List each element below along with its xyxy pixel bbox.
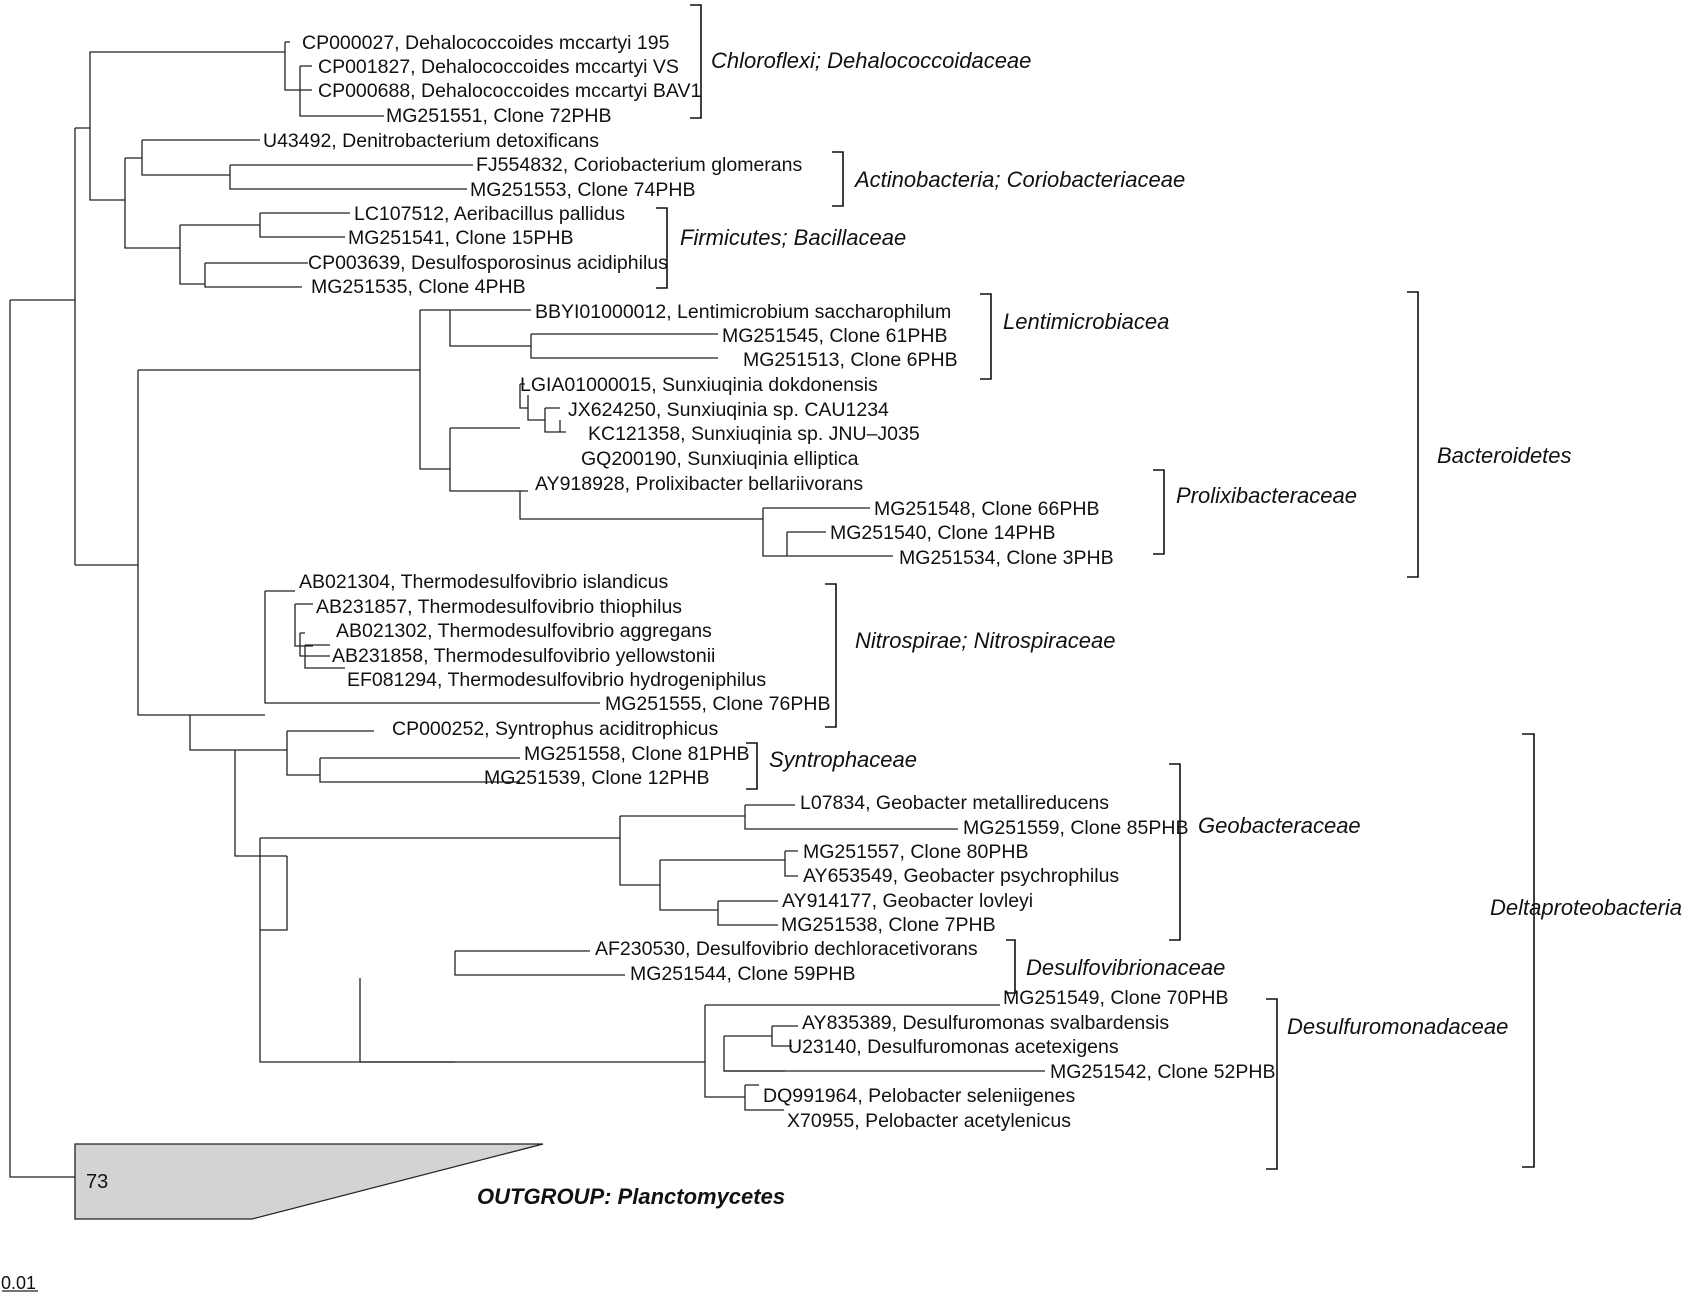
clade-label: Lentimicrobiacea (1003, 309, 1169, 334)
tip-label: MG251559, Clone 85PHB (963, 817, 1188, 839)
tip-label: MG251551, Clone 72PHB (386, 105, 611, 127)
tip-label: MG251548, Clone 66PHB (874, 498, 1099, 520)
tip-label: MG251541, Clone 15PHB (348, 227, 573, 249)
tip-label: L07834, Geobacter metallireducens (800, 792, 1109, 814)
bootstrap-value: 73 (86, 1171, 108, 1193)
tip-label: MG251557, Clone 80PHB (803, 841, 1028, 863)
tip-label: MG251555, Clone 76PHB (605, 693, 830, 715)
clade-label: Deltaproteobacteria (1490, 895, 1682, 920)
tip-label: CP003639, Desulfosporosinus acidiphilus (308, 252, 668, 274)
tip-label: CP000688, Dehalococcoides mccartyi BAV1 (318, 80, 701, 102)
tip-label: MG251534, Clone 3PHB (899, 547, 1114, 569)
tip-label: JX624250, Sunxiuqinia sp. CAU1234 (568, 399, 889, 421)
tip-label: MG251538, Clone 7PHB (781, 914, 996, 936)
tip-label: MG251542, Clone 52PHB (1050, 1061, 1275, 1083)
tip-label: AB231857, Thermodesulfovibrio thiophilus (316, 596, 682, 618)
tip-label: X70955, Pelobacter acetylenicus (787, 1110, 1071, 1132)
tip-label: EF081294, Thermodesulfovibrio hydrogenip… (347, 669, 766, 691)
tip-label: CP000252, Syntrophus aciditrophicus (392, 718, 719, 740)
clade-label: Prolixibacteraceae (1176, 483, 1357, 508)
clade-labels: Chloroflexi; Dehalococcoidaceae Actinoba… (680, 48, 1682, 1039)
bracket-lentimicrobiacea (980, 293, 992, 380)
tip-label: AY918928, Prolixibacter bellariivorans (535, 473, 863, 495)
tip-label: U23140, Desulfuromonas acetexigens (788, 1036, 1119, 1058)
bracket-deltaproteobacteria (1522, 733, 1535, 1168)
bracket-actinobacteria (832, 151, 844, 207)
clade-label: Bacteroidetes (1437, 443, 1572, 468)
scale-bar: 0.01 (1, 1273, 38, 1293)
clade-label: Geobacteraceae (1198, 813, 1361, 838)
clade-label: Firmicutes; Bacillaceae (680, 225, 906, 250)
tip-label: LGIA01000015, Sunxiuqinia dokdonensis (520, 374, 878, 396)
clade-label: Nitrospirae; Nitrospiraceae (855, 628, 1115, 653)
tip-label: AB231858, Thermodesulfovibrio yellowston… (332, 645, 715, 667)
tip-label: GQ200190, Sunxiuqinia elliptica (581, 448, 859, 470)
tip-label: FJ554832, Coriobacterium glomerans (476, 154, 802, 176)
tip-label: MG251539, Clone 12PHB (484, 767, 709, 789)
tip-label: AF230530, Desulfovibrio dechloracetivora… (595, 938, 978, 960)
clade-label: Actinobacteria; Coriobacteriaceae (853, 167, 1185, 192)
bracket-firmicutes (656, 207, 668, 289)
tip-label: DQ991964, Pelobacter seleniigenes (763, 1085, 1075, 1107)
clade-label: Desulfuromonadaceae (1287, 1014, 1508, 1039)
tip-label: CP001827, Dehalococcoides mccartyi VS (318, 56, 679, 78)
tip-label: MG251553, Clone 74PHB (470, 179, 695, 201)
bracket-nitrospirae (825, 583, 837, 728)
tip-label: AY914177, Geobacter lovleyi (782, 890, 1033, 912)
clade-label: Chloroflexi; Dehalococcoidaceae (711, 48, 1031, 73)
scale-bar-label: 0.01 (1, 1273, 36, 1293)
bracket-geobacteraceae (1169, 763, 1181, 941)
tip-label: LC107512, Aeribacillus pallidus (354, 203, 625, 225)
bracket-chloroflexi (690, 4, 702, 119)
tip-label: MG251544, Clone 59PHB (630, 963, 855, 985)
bracket-desulfovibrionaceae (1006, 939, 1016, 994)
tip-label: AB021302, Thermodesulfovibrio aggregans (336, 620, 712, 642)
tip-label: KC121358, Sunxiuqinia sp. JNU–J035 (588, 423, 920, 445)
tree-branches (9, 41, 1045, 1178)
tip-label: MG251549, Clone 70PHB (1003, 987, 1228, 1009)
tip-label: MG251558, Clone 81PHB (524, 743, 749, 765)
bracket-bacteroidetes (1407, 291, 1419, 578)
bracket-prolixibacteraceae (1153, 469, 1165, 555)
tip-label: AY835389, Desulfuromonas svalbardensis (802, 1012, 1169, 1034)
tip-label: MG251540, Clone 14PHB (830, 522, 1055, 544)
outgroup-label: OUTGROUP: Planctomycetes (477, 1184, 785, 1209)
tip-label: CP000027, Dehalococcoides mccartyi 195 (302, 32, 670, 54)
tip-label: MG251513, Clone 6PHB (743, 349, 958, 371)
tip-label: MG251535, Clone 4PHB (311, 276, 526, 298)
bracket-syntrophaceae (746, 742, 758, 790)
tip-label: MG251545, Clone 61PHB (722, 325, 947, 347)
outgroup-collapsed-clade (74, 1143, 544, 1220)
tip-label: AY653549, Geobacter psychrophilus (803, 865, 1119, 887)
clade-label: Syntrophaceae (769, 747, 917, 772)
tip-label: BBYI01000012, Lentimicrobium saccharophi… (535, 301, 951, 323)
clade-brackets (656, 4, 1535, 1170)
tip-label: AB021304, Thermodesulfovibrio islandicus (299, 571, 669, 593)
tip-labels: CP000027, Dehalococcoides mccartyi 195 C… (263, 32, 1275, 1132)
clade-label: Desulfovibrionaceae (1026, 955, 1225, 980)
bracket-desulfuromonadaceae (1266, 998, 1278, 1170)
tip-label: U43492, Denitrobacterium detoxificans (263, 130, 599, 152)
